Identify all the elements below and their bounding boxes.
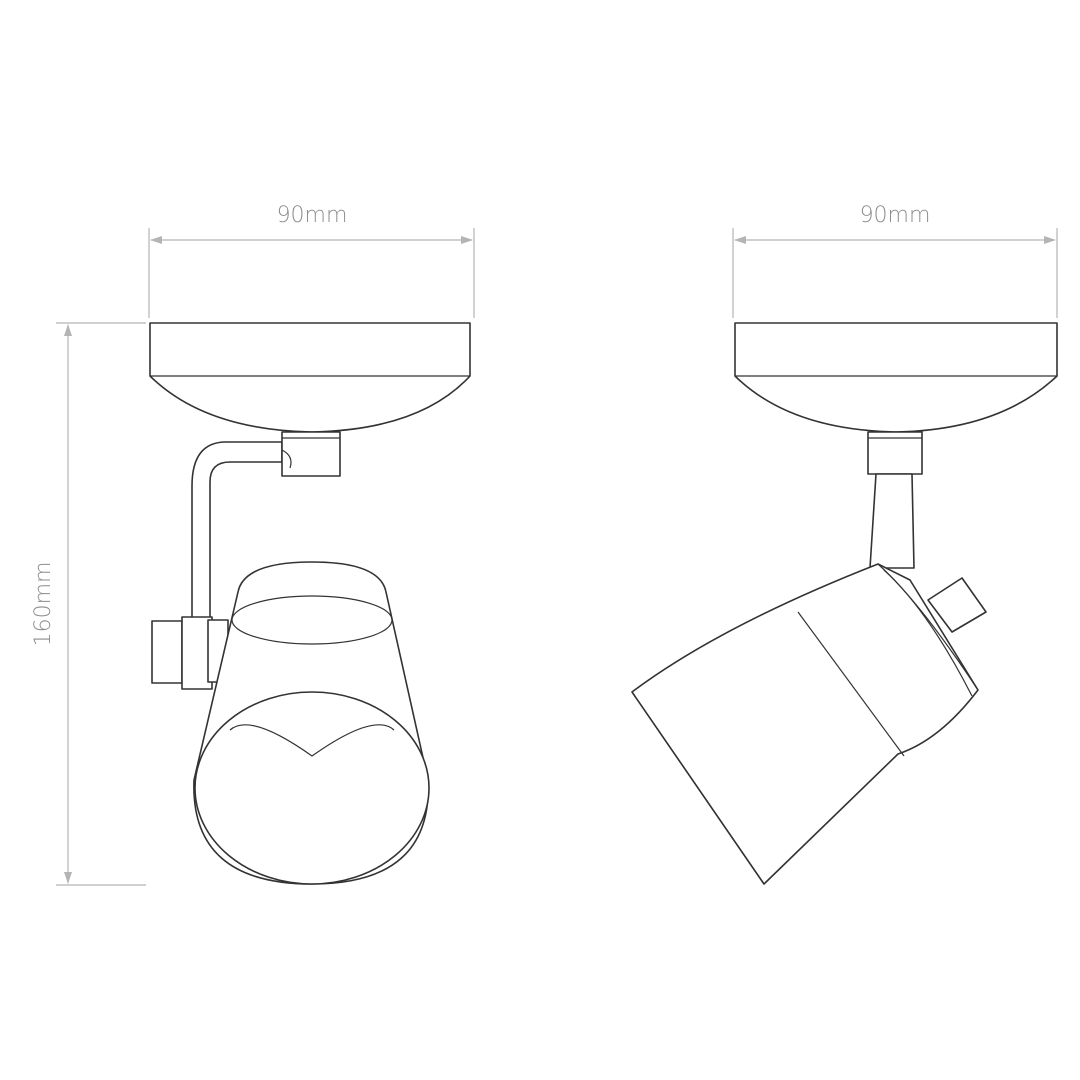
swivel-joint-side — [867, 431, 923, 475]
width-dimension-front: 90mm — [148, 203, 475, 318]
spotlight-side-view — [631, 322, 1058, 885]
lamp-inner-rim-front — [229, 724, 395, 757]
stem-side — [869, 473, 915, 569]
height-label: 160mm — [31, 562, 56, 647]
ceiling-base-front — [149, 322, 471, 433]
height-dimension: 160mm — [31, 322, 146, 886]
lamp-body-side — [631, 563, 979, 885]
knuckle-front — [151, 620, 183, 684]
swivel-joint-front — [281, 431, 341, 477]
lamp-opening-front — [194, 691, 430, 885]
lamp-opening-side — [631, 691, 765, 885]
spotlight-front-view — [149, 322, 471, 885]
width-dimension-side: 90mm — [732, 203, 1058, 318]
width-label-side: 90mm — [860, 203, 931, 228]
ceiling-base-side — [734, 322, 1058, 433]
width-label-front: 90mm — [277, 203, 348, 228]
rear-knob-side — [927, 577, 987, 633]
